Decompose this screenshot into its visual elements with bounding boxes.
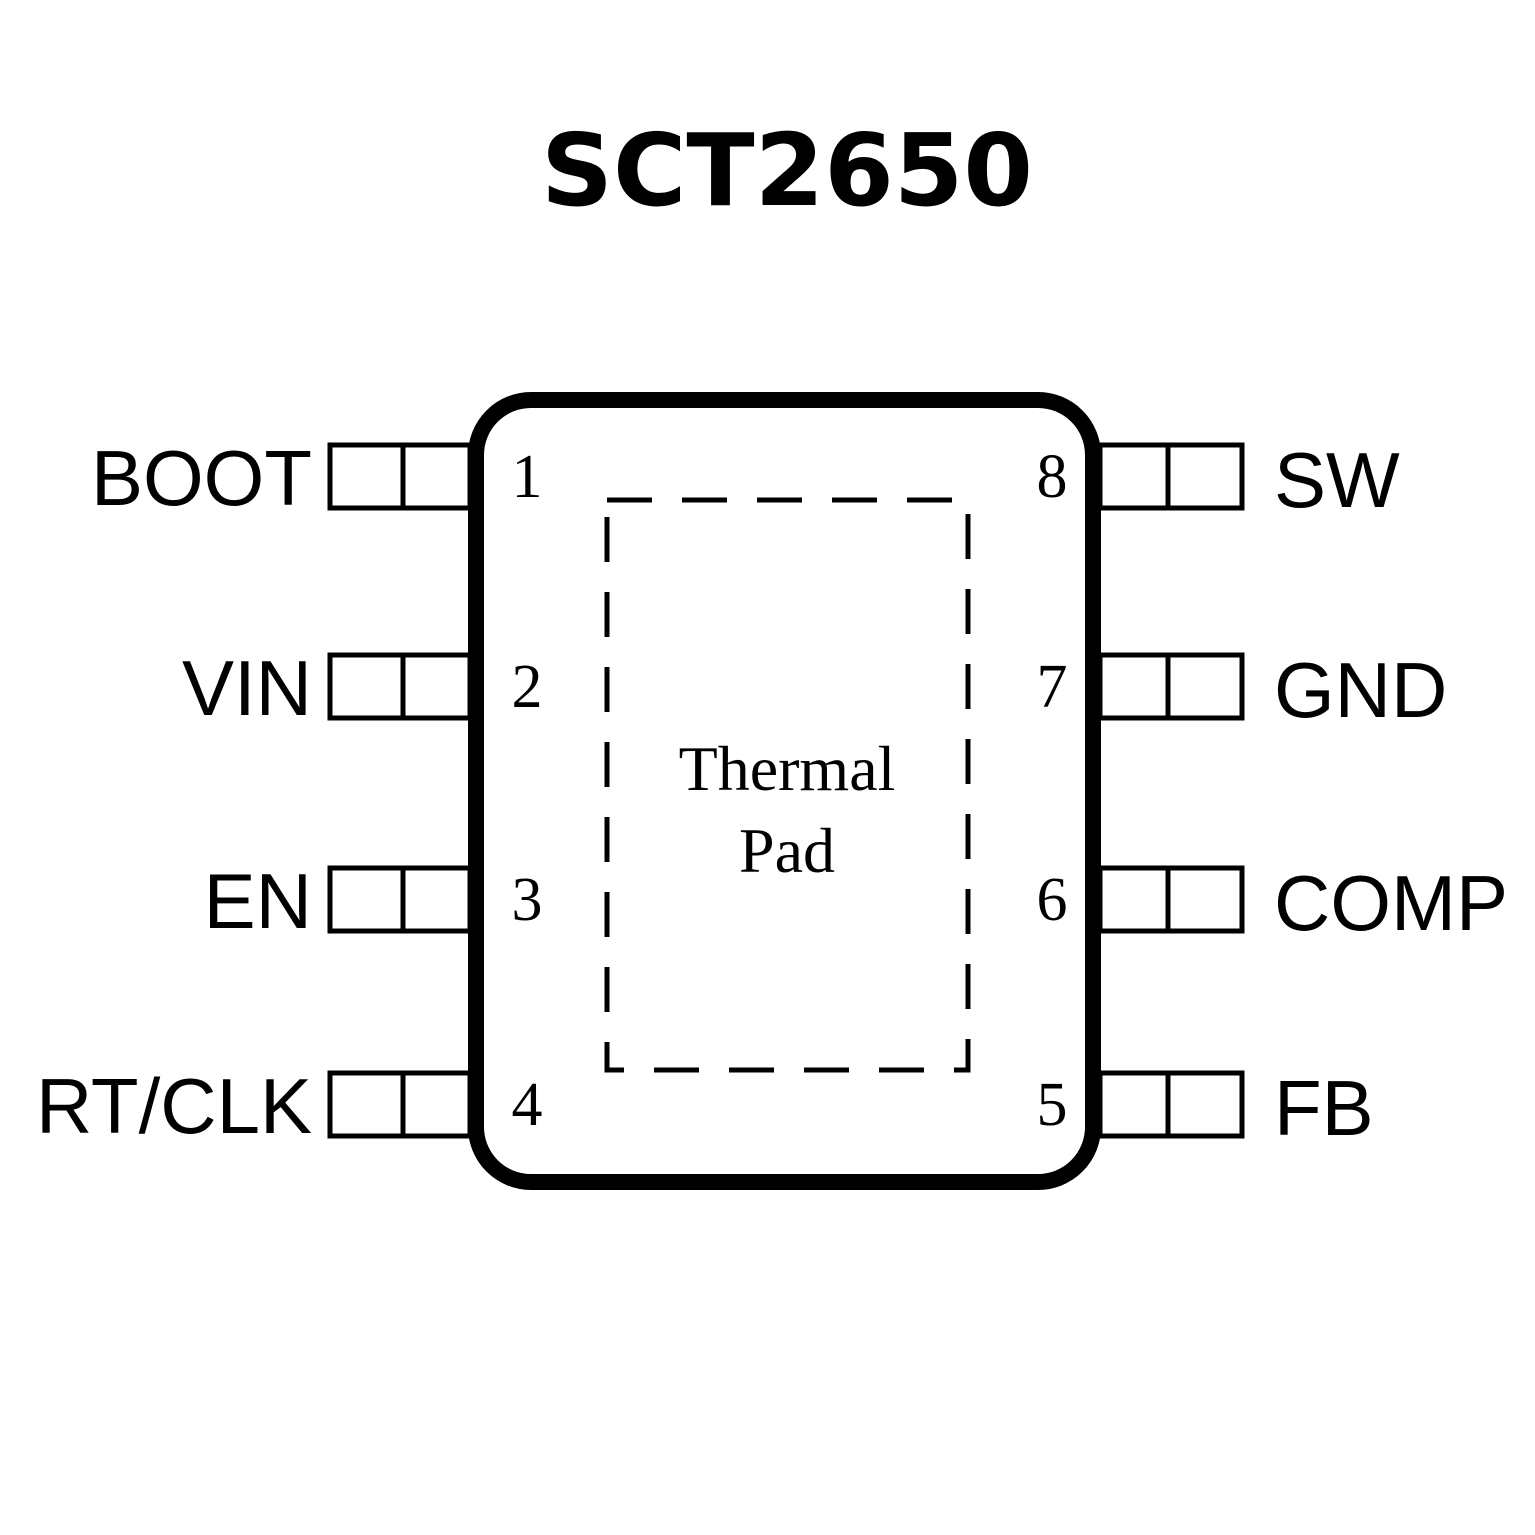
pin-name-2: VIN	[182, 644, 312, 732]
pin-number-5: 5	[1037, 1071, 1068, 1139]
pin-name-1: BOOT	[91, 434, 312, 522]
pin-lead-3	[327, 865, 473, 934]
pin-number-3: 3	[512, 866, 543, 934]
chip-body	[468, 392, 1101, 1190]
pin-name-5: FB	[1274, 1064, 1374, 1152]
pin-number-7: 7	[1037, 653, 1068, 721]
pin-name-6: COMP	[1274, 859, 1508, 947]
pin-number-1: 1	[512, 443, 543, 511]
chip-title: SCT2650	[541, 112, 1033, 229]
pin-name-8: SW	[1274, 436, 1400, 524]
pin-lead-4	[327, 1070, 473, 1139]
pin-number-2: 2	[512, 653, 543, 721]
thermal-pad-label-2: Pad	[739, 815, 835, 886]
pin-name-7: GND	[1274, 646, 1447, 734]
pin-lead-6	[1097, 865, 1245, 934]
pin-number-4: 4	[512, 1071, 543, 1139]
pin-name-3: EN	[204, 857, 312, 945]
pin-lead-7	[1097, 652, 1245, 721]
thermal-pad-label: Thermal	[679, 733, 896, 804]
pin-number-6: 6	[1037, 866, 1068, 934]
pin-lead-5	[1097, 1070, 1245, 1139]
pin-number-8: 8	[1037, 443, 1068, 511]
pin-name-4: RT/CLK	[36, 1062, 312, 1150]
pin-lead-1	[327, 442, 473, 511]
pin-lead-8	[1097, 442, 1245, 511]
pin-lead-2	[327, 652, 473, 721]
thermal-pad-outline	[604, 497, 971, 1073]
